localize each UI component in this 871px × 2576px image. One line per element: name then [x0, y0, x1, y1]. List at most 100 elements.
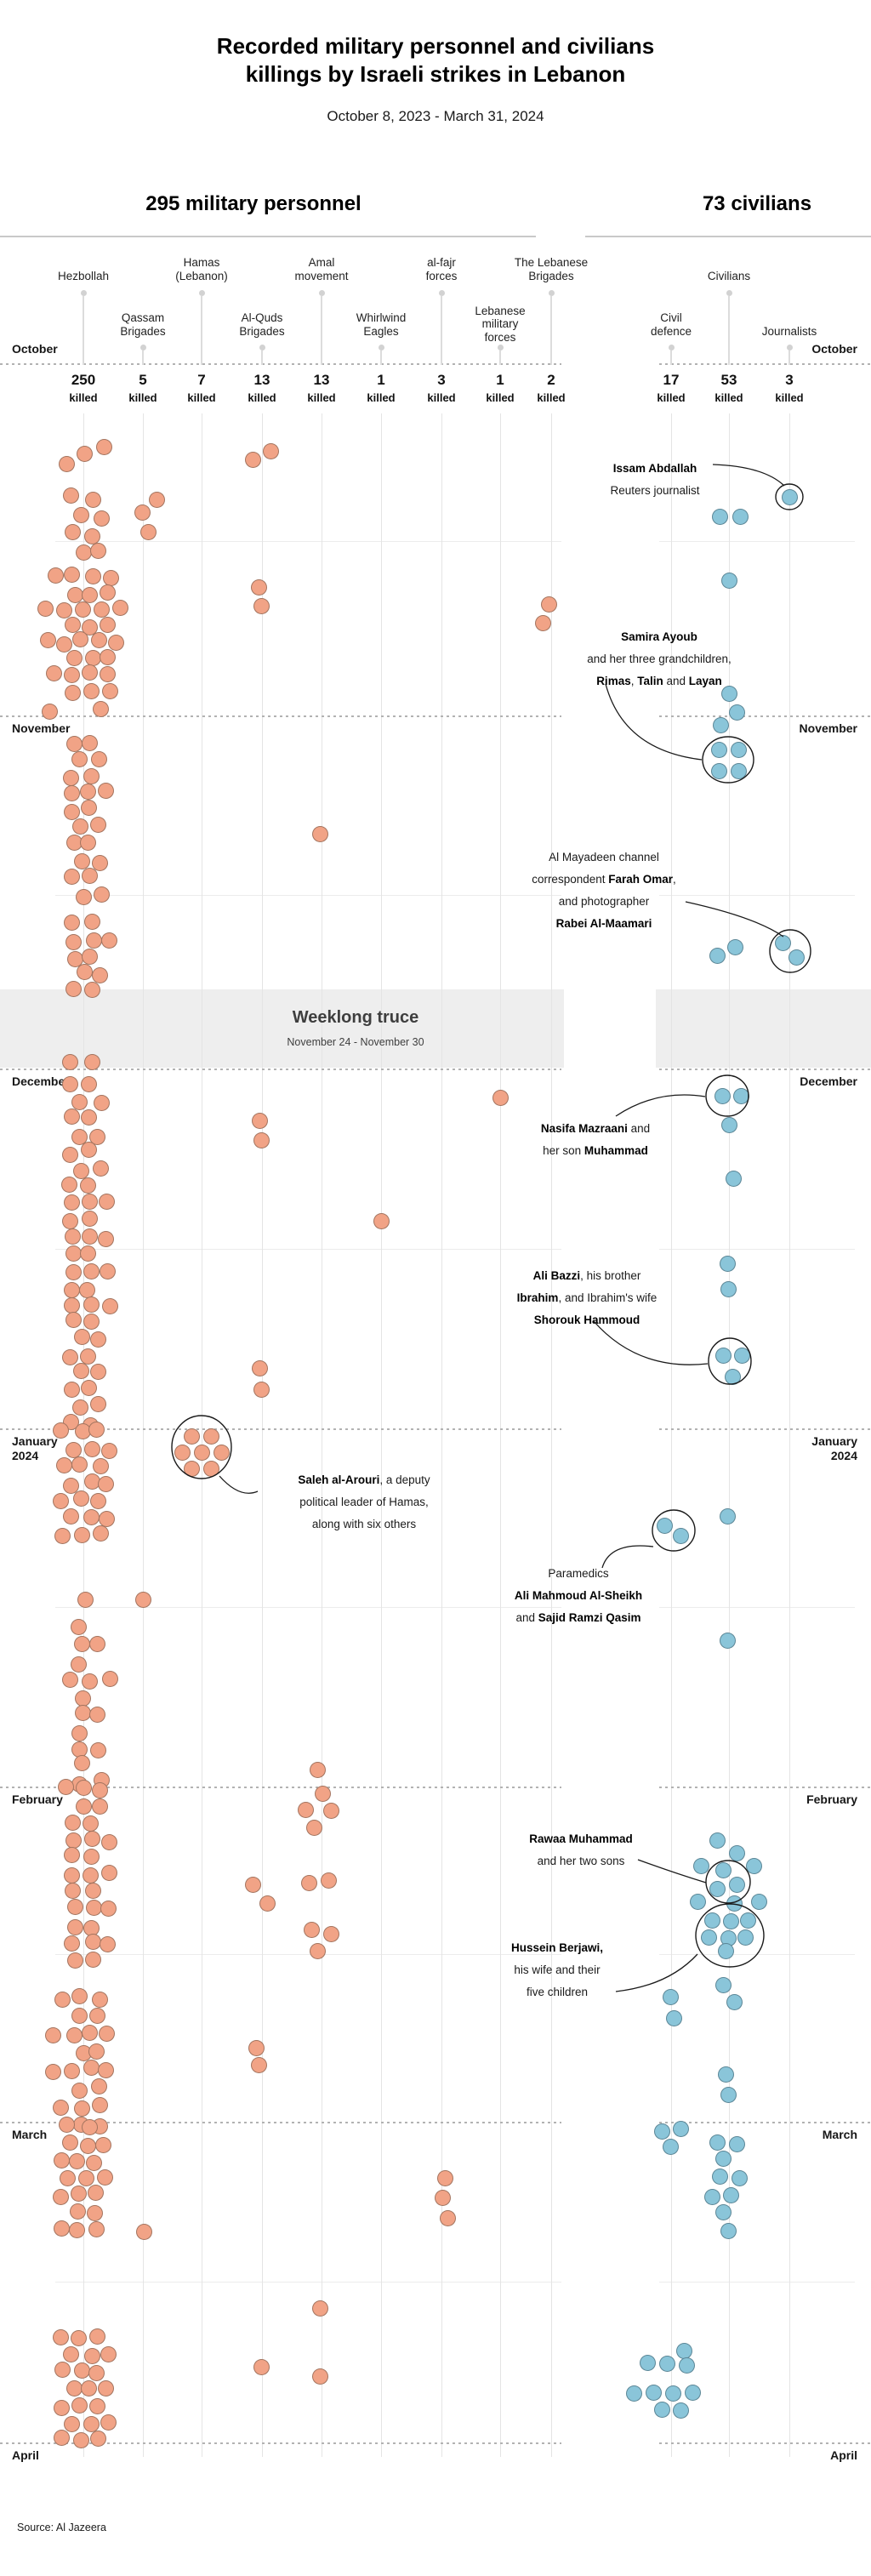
month-line [659, 1787, 871, 1788]
column-killed: killed [128, 391, 157, 404]
dot-hezbollah [72, 507, 89, 524]
dot-hezbollah [90, 2430, 107, 2447]
dot-hezbollah [94, 510, 111, 527]
dot-civdef [658, 2355, 675, 2372]
month-line [0, 1069, 561, 1070]
header-rule-left [0, 236, 536, 237]
dot-hezbollah [83, 1848, 100, 1865]
dot-hezbollah [65, 735, 83, 752]
dot-civilians [726, 938, 743, 955]
dot-hezbollah [45, 665, 62, 682]
column-gridline [381, 413, 382, 2457]
dot-hezbollah [73, 2432, 90, 2449]
dot-hezbollah [65, 933, 82, 950]
dot-hezbollah [82, 1866, 99, 1884]
week-gridline [659, 541, 855, 542]
dot-amal [311, 2368, 328, 2385]
column-label-hezbollah: Hezbollah [57, 269, 110, 282]
dot-alquds [248, 2039, 265, 2056]
dot-hezbollah [100, 617, 117, 634]
dot-hezbollah [80, 1142, 97, 1159]
dot-civilians [724, 1368, 741, 1385]
month-label-left: October [12, 342, 58, 356]
column-gridline [262, 413, 263, 2457]
column-tick-line [728, 296, 730, 365]
dot-hezbollah [65, 981, 82, 998]
column-gridline [500, 413, 501, 2457]
dot-hezbollah [83, 982, 100, 999]
title-line1: Recorded military personnel and civilian… [216, 33, 655, 59]
dot-hezbollah [75, 1798, 92, 1815]
dot-hezbollah [84, 1934, 101, 1951]
dot-hezbollah [84, 1952, 101, 1969]
column-gridline [671, 413, 672, 2457]
dot-hezbollah [61, 1177, 78, 1194]
dot-civdef [645, 2384, 662, 2401]
dot-alquds [244, 1876, 261, 1893]
dot-civdef [662, 2138, 679, 2155]
dot-hezbollah [100, 649, 117, 666]
dot-alfajr [436, 2169, 453, 2186]
dot-hezbollah [75, 888, 92, 905]
dot-hezbollah [83, 2348, 100, 2365]
column-tick-dot [786, 344, 793, 350]
dot-hezbollah [83, 1509, 100, 1526]
dot-hezbollah [63, 770, 80, 787]
column-count: 17 [663, 372, 680, 388]
column-tick-dot [318, 289, 325, 296]
column-tick-line [261, 350, 263, 365]
dot-hezbollah [54, 1528, 71, 1545]
dot-hezbollah [64, 1281, 81, 1298]
dot-civilians [720, 1116, 737, 1133]
dot-hezbollah [93, 886, 110, 903]
dot-hezbollah [93, 1095, 110, 1112]
dot-hezbollah [93, 1160, 110, 1177]
column-tick-dot [198, 289, 205, 296]
column-gridline [551, 413, 552, 2457]
dot-hezbollah [83, 1313, 100, 1330]
dot-hezbollah [74, 1635, 91, 1652]
dot-hezbollah [71, 1725, 88, 1742]
month-label-right: November [799, 721, 857, 735]
dot-civilians [714, 2150, 732, 2167]
dot-hezbollah [68, 2221, 85, 2238]
dot-qassam [134, 1591, 151, 1608]
dot-hezbollah [92, 2097, 108, 2114]
column-killed: killed [69, 391, 98, 404]
title-line2: killings by Israeli strikes in Lebanon [245, 61, 626, 87]
dot-hezbollah [65, 616, 82, 633]
dot-alquds [253, 2358, 270, 2375]
column-count: 53 [720, 372, 737, 388]
dot-civdef [678, 2357, 695, 2374]
dot-hezbollah [62, 1076, 79, 1093]
dot-hezbollah [85, 932, 102, 949]
dot-hezbollah [79, 1177, 96, 1194]
dot-civilians [745, 1857, 762, 1874]
column-tick-line [670, 350, 672, 365]
column-killed: killed [486, 391, 515, 404]
dot-civilians [728, 1876, 745, 1893]
dot-hezbollah [64, 1883, 81, 1900]
dot-hezbollah [97, 782, 114, 799]
column-killed: killed [427, 391, 456, 404]
column-count: 3 [437, 372, 446, 388]
column-tick-line [788, 350, 790, 365]
dot-hezbollah [99, 665, 116, 682]
dot-hezbollah [47, 567, 64, 584]
dot-hezbollah [91, 631, 108, 648]
dot-hezbollah [63, 2415, 80, 2432]
dot-civilians [709, 1832, 726, 1849]
dot-qassam [148, 491, 165, 508]
dot-hezbollah [56, 601, 73, 618]
dot-hezbollah [77, 963, 94, 980]
dot-hezbollah [81, 1210, 98, 1227]
month-label-right: April [830, 2448, 857, 2462]
dot-hezbollah [88, 2008, 105, 2025]
dot-civdef [639, 2354, 656, 2371]
dot-hezbollah [89, 1128, 106, 1145]
dot-hezbollah [71, 2008, 88, 2025]
dot-amal [309, 1761, 326, 1778]
